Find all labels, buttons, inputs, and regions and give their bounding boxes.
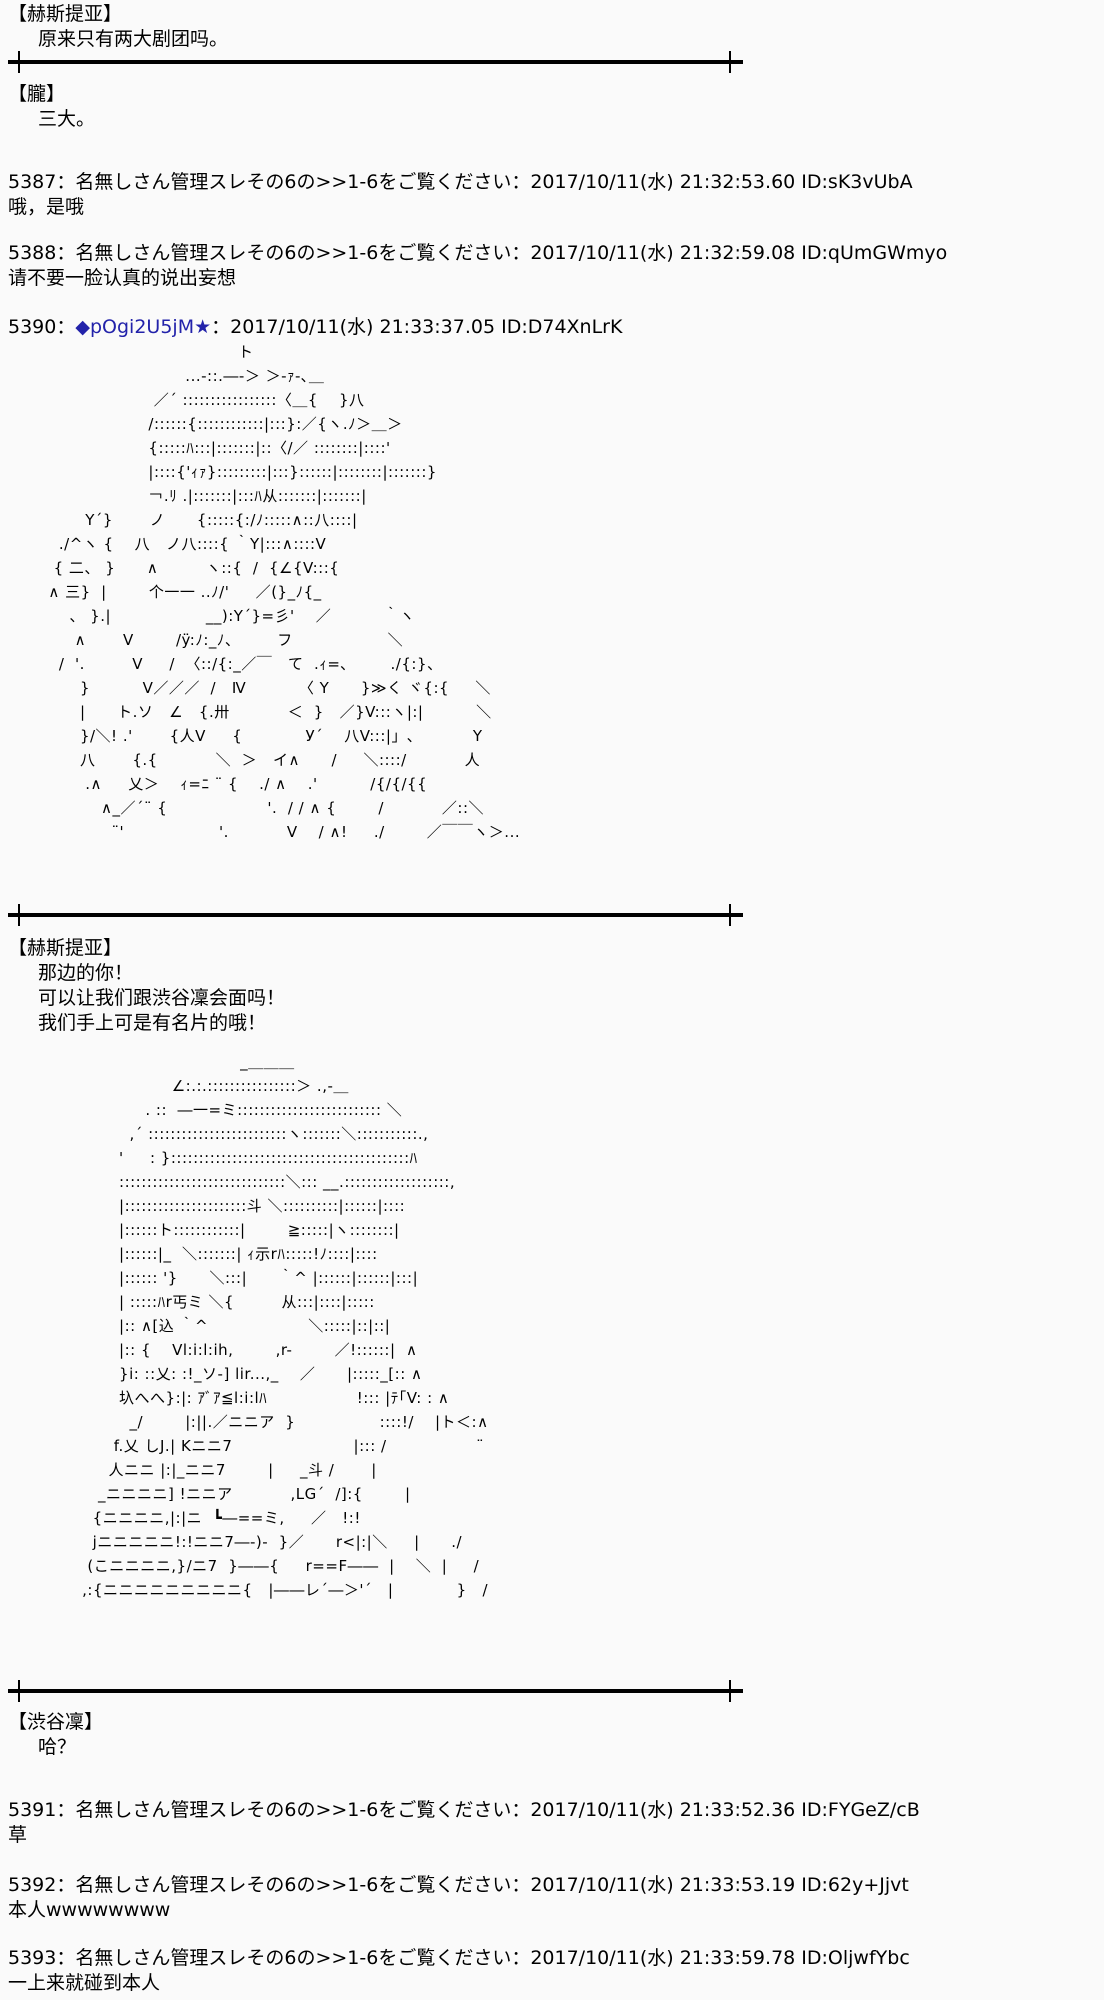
post-body: 一上来就碰到本人	[8, 1972, 161, 1994]
speaker-label: 【赫斯提亚】	[8, 937, 123, 959]
scene-divider	[8, 904, 743, 926]
dialogue-line: 那边的你！	[38, 962, 134, 984]
dialogue-rin: 【渋谷凜】哈？	[8, 1710, 103, 1760]
trip-name-link[interactable]: ◆pOgi2U5jM★	[75, 316, 212, 338]
post-5392: 5392：名無しさん管理スレその6の>>1-6をご覧ください：2017/10/1…	[8, 1873, 909, 1923]
scene-divider	[8, 51, 743, 73]
dialogue-line: 三大。	[38, 108, 96, 130]
post-header: 5393：名無しさん管理スレその6の>>1-6をご覧ください：2017/10/1…	[8, 1947, 910, 1969]
dialogue-line: 可以让我们跟渋谷凜会面吗！	[38, 987, 286, 1009]
scene-divider	[8, 1680, 743, 1702]
post-5393: 5393：名無しさん管理スレその6の>>1-6をご覧ください：2017/10/1…	[8, 1946, 910, 1996]
post-header: 5387：名無しさん管理スレその6の>>1-6をご覧ください：2017/10/1…	[8, 171, 913, 193]
dialogue-line: 哈？	[38, 1736, 77, 1758]
dialogue-hestia-2: 【赫斯提亚】那边的你！ 可以让我们跟渋谷凜会面吗！ 我们手上可是有名片的哦！	[8, 936, 285, 1036]
post-5388: 5388：名無しさん管理スレその6の>>1-6をご覧ください：2017/10/1…	[8, 241, 947, 291]
ascii-art-rin: _＿＿＿ ∠:.:.::::::::::::::::＞ .,-＿ . :: ―一…	[82, 1053, 489, 1599]
post-5390-header: 5390：◆pOgi2U5jM★：2017/10/11(水) 21:33:37.…	[8, 315, 622, 340]
post-header: 5392：名無しさん管理スレその6の>>1-6をご覧ください：2017/10/1…	[8, 1874, 909, 1896]
ascii-art-hestia: ト ...-::.―‐＞ ＞-ｧ-､＿ ／´ :::::::::::::::::…	[48, 343, 521, 841]
post-header: 5388：名無しさん管理スレその6の>>1-6をご覧ください：2017/10/1…	[8, 242, 948, 264]
speaker-label: 【渋谷凜】	[8, 1711, 104, 1733]
dialogue-line: 原来只有两大剧团吗。	[38, 28, 229, 50]
dialogue-oboro: 【朧】三大。	[8, 82, 95, 132]
post-number: 5390：	[8, 316, 76, 338]
speaker-label: 【朧】	[8, 83, 66, 105]
dialogue-hestia-1: 【赫斯提亚】原来只有两大剧团吗。	[8, 2, 228, 52]
post-body: 哦，是哦	[8, 196, 85, 218]
post-5387: 5387：名無しさん管理スレその6の>>1-6をご覧ください：2017/10/1…	[8, 170, 913, 220]
dialogue-line: 我们手上可是有名片的哦！	[38, 1012, 267, 1034]
post-body: 本人wwwwwwww	[8, 1899, 171, 1921]
post-body: 草	[8, 1824, 28, 1846]
post-meta: ：2017/10/11(水) 21:33:37.05 ID:D74XnLrK	[211, 316, 623, 338]
speaker-label: 【赫斯提亚】	[8, 3, 123, 25]
post-body: 请不要一脸认真的说出妄想	[8, 267, 237, 289]
post-header: 5391：名無しさん管理スレその6の>>1-6をご覧ください：2017/10/1…	[8, 1799, 920, 1821]
post-5391: 5391：名無しさん管理スレその6の>>1-6をご覧ください：2017/10/1…	[8, 1798, 920, 1848]
